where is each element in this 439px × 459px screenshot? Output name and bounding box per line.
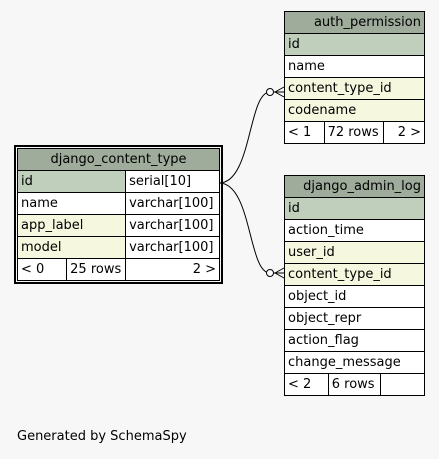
column-name[interactable]: app_label (16, 214, 127, 237)
child-count[interactable]: 2 > (383, 121, 425, 144)
column-type: serial[10] (125, 170, 220, 193)
row-count: 6 rows (327, 373, 381, 396)
table-row[interactable]: app_label varchar[100] (16, 214, 220, 237)
parent-count[interactable]: < 0 (16, 258, 68, 281)
row-count: 72 rows (323, 121, 385, 144)
table-row[interactable]: name (284, 55, 425, 78)
child-count[interactable]: 2 > (125, 258, 220, 281)
table-title[interactable]: auth_permission (284, 11, 425, 34)
table-row[interactable]: change_message (284, 351, 425, 374)
table-django-content-type[interactable]: django_content_type id serial[10] name v… (14, 145, 223, 284)
column-name[interactable]: change_message (284, 351, 425, 374)
link-admin-log-optional-marker (266, 269, 274, 277)
column-name[interactable]: content_type_id (284, 263, 425, 286)
table-django-admin-log[interactable]: django_admin_log id action_time user_id … (284, 175, 426, 396)
table-row[interactable]: name varchar[100] (16, 192, 220, 215)
table-row[interactable]: model varchar[100] (16, 236, 220, 259)
column-name[interactable]: object_repr (284, 307, 425, 330)
column-name[interactable]: object_id (284, 285, 425, 308)
column-name[interactable]: user_id (284, 241, 425, 264)
column-name[interactable]: action_flag (284, 329, 425, 352)
table-row[interactable]: object_repr (284, 307, 425, 330)
table-footer-row: < 1 72 rows 2 > (284, 121, 425, 144)
child-count (379, 373, 426, 396)
column-name[interactable]: codename (284, 99, 425, 122)
column-name[interactable]: content_type_id (284, 77, 425, 100)
table-footer-row: < 0 25 rows 2 > (16, 258, 220, 281)
table-row[interactable]: object_id (284, 285, 425, 308)
link-auth-permission-optional-marker (266, 88, 274, 96)
table-auth-permission[interactable]: auth_permission id name content_type_id … (284, 11, 425, 144)
table-row[interactable]: id serial[10] (16, 170, 220, 193)
column-name[interactable]: id (16, 170, 127, 193)
table-title[interactable]: django_content_type (17, 148, 220, 171)
row-count: 25 rows (66, 258, 127, 281)
column-type: varchar[100] (125, 236, 220, 259)
link-auth-permission-content-type (218, 91, 284, 184)
table-footer-row: < 2 6 rows (284, 373, 426, 396)
column-name[interactable]: id (284, 197, 425, 220)
column-name[interactable]: id (284, 33, 425, 56)
column-type: varchar[100] (125, 214, 220, 237)
column-name[interactable]: name (284, 55, 425, 78)
parent-count[interactable]: < 2 (284, 373, 329, 396)
table-row[interactable]: action_time (284, 219, 425, 242)
table-row[interactable]: content_type_id (284, 263, 425, 286)
column-type: varchar[100] (125, 192, 220, 215)
table-row[interactable]: id (284, 33, 425, 56)
column-name[interactable]: action_time (284, 219, 425, 242)
link-auth-permission-crowfoot (274, 86, 285, 98)
table-row[interactable]: action_flag (284, 329, 425, 352)
link-admin-log-content-type (218, 182, 284, 274)
table-row[interactable]: codename (284, 99, 425, 122)
table-row[interactable]: content_type_id (284, 77, 425, 100)
column-name[interactable]: name (16, 192, 127, 215)
table-row[interactable]: id (284, 197, 425, 220)
generated-by-footer: Generated by SchemaSpy (17, 429, 187, 444)
link-admin-log-crowfoot (274, 267, 285, 279)
column-name[interactable]: model (16, 236, 127, 259)
parent-count[interactable]: < 1 (284, 121, 325, 144)
table-row[interactable]: user_id (284, 241, 425, 264)
table-title[interactable]: django_admin_log (284, 175, 425, 198)
